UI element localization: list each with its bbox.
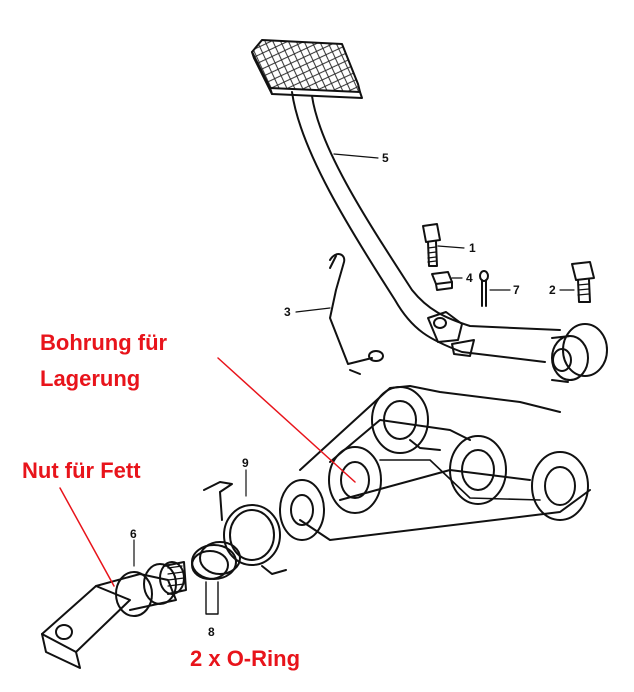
part-number-8: 8	[208, 625, 215, 639]
pedal-pad	[251, 39, 363, 99]
cotter-pin-part-7	[479, 270, 489, 307]
rod-part-3	[329, 253, 384, 375]
spring-part-9	[203, 481, 287, 575]
mounting-bracket	[279, 385, 591, 541]
part-number-1: 1	[469, 241, 476, 255]
part-number-7: 7	[513, 283, 520, 297]
part-number-2: 2	[549, 283, 556, 297]
part-number-4: 4	[466, 271, 473, 285]
bolt-part-2	[571, 261, 595, 303]
bolt-part-1	[422, 223, 441, 267]
annotation-nut: Nut für Fett	[22, 458, 141, 483]
part-number-3: 3	[284, 305, 291, 319]
part-number-6: 6	[130, 527, 137, 541]
annotation-bohrung-line1: Bohrung für	[40, 330, 168, 355]
shaft-part-6	[41, 561, 187, 669]
pedal-arm	[291, 91, 608, 383]
annotation-oring: 2 x O-Ring	[190, 646, 301, 671]
annotation-bohrung-line2: Lagerung	[40, 366, 141, 391]
part-leader-lines	[133, 153, 575, 567]
part-number-5: 5	[382, 151, 389, 165]
annotation-leader-lines	[59, 357, 356, 587]
nut-part-4	[431, 271, 453, 291]
annotation-bohrung: Bohrung für Lagerung	[40, 330, 167, 392]
part-number-9: 9	[242, 456, 249, 470]
o-rings-part-8	[191, 541, 241, 615]
